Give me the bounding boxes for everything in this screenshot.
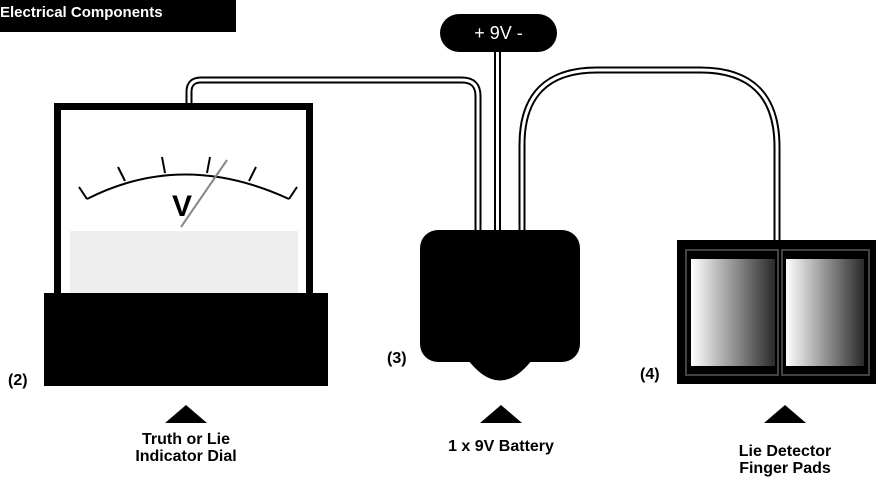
up-triangle-icon [165,405,207,423]
header-bar: Electrical Components [0,0,236,32]
meter-scale-arc [86,173,290,200]
component-number-battery: (3) [387,350,407,367]
battery-body [420,230,580,362]
caption-finger-pads: Lie Detector Finger Pads [738,443,832,477]
indicator-meter [44,103,328,386]
meter-ticks [78,156,298,200]
battery-cap [465,356,535,381]
meter-unit-symbol: V [172,190,193,223]
battery-terminal-label: + 9V - [440,14,557,52]
meter-base [44,293,328,386]
finger-pads [677,240,876,384]
finger-pad-right [786,259,864,366]
component-number-indicator: (2) [8,372,28,389]
up-triangle-icon [764,405,806,423]
battery [420,230,580,381]
meter-wire [185,76,482,232]
finger-pad-left [691,259,775,366]
header-title: Electrical Components [0,4,163,21]
meter-needle [180,159,228,228]
caption-battery: 1 x 9V Battery [448,438,554,455]
component-number-pads: (4) [640,366,660,383]
terminal-wire [494,50,501,232]
meter-face-band [70,231,298,293]
pads-wire [518,66,781,240]
up-triangle-icon [480,405,522,423]
caption-indicator-dial: Truth or Lie Indicator Dial [135,431,237,465]
